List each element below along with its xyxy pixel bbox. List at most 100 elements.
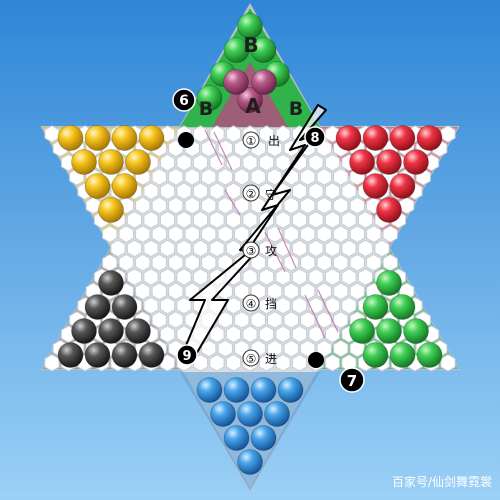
hex-cell[interactable] — [275, 354, 291, 372]
hex-cell[interactable] — [250, 311, 266, 329]
black-marble[interactable] — [84, 294, 111, 320]
hex-cell[interactable] — [143, 211, 159, 229]
hex-cell[interactable] — [341, 182, 357, 200]
hex-cell[interactable] — [308, 239, 324, 258]
hex-cell[interactable] — [225, 239, 242, 258]
hex-cell[interactable] — [118, 253, 134, 272]
hex-cell[interactable] — [341, 268, 357, 286]
hex-cell[interactable] — [308, 325, 324, 343]
hex-cell[interactable] — [275, 153, 291, 172]
hex-cell[interactable] — [333, 311, 349, 329]
empty-spot-marker[interactable] — [178, 132, 194, 148]
hex-cell[interactable] — [258, 153, 275, 172]
hex-cell[interactable] — [440, 125, 456, 143]
red-marble[interactable] — [362, 173, 389, 199]
hex-cell[interactable] — [151, 225, 167, 243]
black-marble[interactable] — [84, 342, 111, 368]
black-marble[interactable] — [71, 318, 97, 344]
black-marble[interactable] — [98, 318, 124, 344]
hex-cell[interactable] — [151, 253, 167, 272]
blue-marble[interactable] — [223, 377, 250, 403]
hex-cell[interactable] — [151, 196, 167, 215]
hex-cell[interactable] — [349, 196, 365, 215]
hex-cell[interactable] — [357, 268, 374, 286]
hex-cell[interactable] — [324, 268, 341, 286]
hex-cell[interactable] — [308, 153, 324, 172]
hex-cell[interactable] — [349, 253, 365, 272]
hex-cell[interactable] — [102, 225, 118, 243]
hex-cell[interactable] — [159, 182, 176, 200]
hex-cell[interactable] — [118, 225, 134, 243]
hex-cell[interactable] — [324, 296, 341, 315]
hex-cell[interactable] — [126, 239, 143, 258]
hex-cell[interactable] — [316, 253, 332, 272]
hex-cell[interactable] — [283, 225, 299, 243]
hex-cell[interactable] — [209, 354, 225, 372]
hex-cell[interactable] — [225, 125, 242, 143]
black-marble[interactable] — [111, 342, 138, 368]
black-marble[interactable] — [125, 318, 151, 344]
blue-marble[interactable] — [196, 377, 223, 403]
hex-cell[interactable] — [267, 339, 283, 358]
hex-cell[interactable] — [217, 168, 233, 186]
red-marble[interactable] — [335, 125, 362, 151]
hex-cell[interactable] — [341, 211, 357, 229]
hex-cell[interactable] — [275, 325, 291, 343]
hex-cell[interactable] — [102, 253, 118, 272]
hex-cell[interactable] — [357, 211, 374, 229]
hex-cell[interactable] — [168, 225, 184, 243]
hex-cell[interactable] — [143, 296, 159, 315]
hex-cell[interactable] — [291, 268, 308, 286]
green-marble[interactable] — [389, 294, 416, 320]
hex-cell[interactable] — [184, 168, 200, 186]
hex-cell[interactable] — [316, 196, 332, 215]
hex-cell[interactable] — [258, 268, 275, 286]
hex-cell[interactable] — [258, 182, 275, 200]
black-marble[interactable] — [138, 342, 165, 368]
hex-cell[interactable] — [192, 211, 209, 229]
yellow-marble[interactable] — [111, 125, 138, 151]
hex-cell[interactable] — [275, 296, 291, 315]
hex-cell[interactable] — [316, 311, 332, 329]
hex-cell[interactable] — [382, 253, 398, 272]
hex-cell[interactable] — [324, 239, 341, 258]
hex-cell[interactable] — [267, 225, 283, 243]
hex-cell[interactable] — [357, 239, 374, 258]
green-marble[interactable] — [362, 342, 389, 368]
green-marble[interactable] — [196, 85, 223, 111]
hex-cell[interactable] — [242, 153, 258, 172]
hex-cell[interactable] — [168, 253, 184, 272]
green-marble[interactable] — [223, 37, 250, 63]
blue-marble[interactable] — [210, 401, 236, 427]
hex-cell[interactable] — [242, 268, 258, 286]
hex-cell[interactable] — [143, 182, 159, 200]
hex-cell[interactable] — [283, 311, 299, 329]
hex-cell[interactable] — [143, 268, 159, 286]
hex-cell[interactable] — [316, 225, 332, 243]
hex-cell[interactable] — [159, 268, 176, 286]
hex-cell[interactable] — [159, 325, 176, 343]
hex-cell[interactable] — [275, 125, 291, 143]
hex-cell[interactable] — [308, 268, 324, 286]
hex-cell[interactable] — [176, 325, 192, 343]
hex-cell[interactable] — [283, 282, 299, 301]
hex-cell[interactable] — [333, 253, 349, 272]
hex-cell[interactable] — [291, 325, 308, 343]
red-marble[interactable] — [389, 173, 416, 199]
hex-cell[interactable] — [242, 325, 258, 343]
hex-cell[interactable] — [151, 168, 167, 186]
yellow-marble[interactable] — [71, 149, 97, 175]
hex-cell[interactable] — [275, 268, 291, 286]
hex-cell[interactable] — [168, 282, 184, 301]
hex-cell[interactable] — [151, 282, 167, 301]
hex-cell[interactable] — [225, 325, 242, 343]
hex-cell[interactable] — [341, 296, 357, 315]
hex-cell[interactable] — [159, 211, 176, 229]
hex-cell[interactable] — [201, 225, 217, 243]
hex-cell[interactable] — [209, 239, 225, 258]
hex-cell[interactable] — [209, 211, 225, 229]
hex-cell[interactable] — [333, 339, 349, 358]
hex-cell[interactable] — [267, 168, 283, 186]
hex-cell[interactable] — [168, 311, 184, 329]
hex-cell[interactable] — [283, 196, 299, 215]
